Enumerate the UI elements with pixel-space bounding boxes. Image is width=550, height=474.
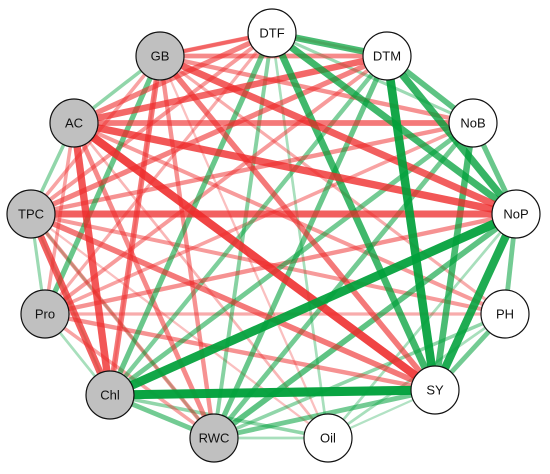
edge-tpc-chl [27, 212, 114, 397]
node-label-chl: Chl [100, 388, 120, 403]
node-label-dtm: DTM [373, 49, 401, 64]
node-label-sy: SY [426, 383, 444, 398]
edge-sy-nob [431, 122, 477, 391]
edge-pro-dtf [43, 32, 274, 315]
edge-dtf-nob [271, 31, 474, 125]
edge-ac-nop [73, 119, 517, 218]
node-circle-sy [410, 365, 460, 415]
node-label-nop: NoP [503, 207, 528, 222]
edge-tpc-sy [29, 211, 437, 393]
node-label-tpc: TPC [18, 207, 44, 222]
edge-sy-nop [431, 212, 520, 392]
node-circle-gb [135, 31, 185, 81]
edge-chl-sy [109, 385, 436, 400]
node-ac: AC [49, 98, 99, 148]
edge-gb-nop [158, 52, 518, 218]
node-nop: NoP [491, 189, 541, 239]
node-pro: Pro [20, 289, 70, 339]
edge-ac-pro [43, 122, 76, 315]
node-label-rwc: RWC [199, 431, 230, 446]
edge-gb-rwc [157, 55, 217, 439]
edge-rwc-nop [212, 211, 518, 441]
node-dtm: DTM [362, 31, 412, 81]
edge-ac-dtf [72, 30, 274, 126]
edge-gb-ph [159, 54, 506, 316]
node-ph: PH [480, 289, 530, 339]
node-label-pro: Pro [35, 307, 55, 322]
node-circle-oil [303, 413, 353, 463]
edge-pro-sy [44, 311, 436, 393]
edge-sy-dtm [382, 55, 440, 391]
edge-ac-sy [71, 119, 438, 394]
edge-chl-nop [108, 209, 518, 400]
node-label-oil: Oil [320, 431, 336, 446]
node-nob: NoB [448, 98, 498, 148]
edge-tpc-dtm [29, 53, 389, 217]
node-oil: Oil [303, 413, 353, 463]
edge-pro-dtm [43, 54, 389, 316]
node-circle-nop [491, 189, 541, 239]
node-label-ac: AC [65, 116, 83, 131]
node-label-dtf: DTF [259, 26, 284, 41]
node-chl: Chl [85, 370, 135, 420]
node-circle-rwc [189, 413, 239, 463]
node-circle-pro [20, 289, 70, 339]
edge-pro-rwc [43, 312, 216, 440]
edge-ac-rwc [71, 122, 217, 439]
edge-rwc-dtm [211, 54, 390, 440]
node-circle-tpc [6, 189, 56, 239]
node-label-nob: NoB [460, 116, 485, 131]
edge-gb-chl [107, 55, 163, 396]
node-circle-dtf [247, 8, 297, 58]
edge-ac-chl [70, 122, 114, 396]
edges-layer [27, 29, 520, 441]
node-circle-nob [448, 98, 498, 148]
edge-chl-dtm [108, 54, 389, 397]
node-gb: GB [135, 31, 185, 81]
node-circle-ph [480, 289, 530, 339]
nodes-layer: DTF DTM NoB NoP PH SY Oil RWC Chl Pro TPC AC GB [6, 8, 541, 463]
node-circle-chl [85, 370, 135, 420]
node-tpc: TPC [6, 189, 56, 239]
node-rwc: RWC [189, 413, 239, 463]
node-circle-dtm [362, 31, 412, 81]
node-label-ph: PH [496, 307, 514, 322]
node-sy: SY [410, 365, 460, 415]
node-circle-ac [49, 98, 99, 148]
edge-gb-sy [157, 54, 438, 392]
node-label-gb: GB [151, 49, 170, 64]
edge-nop-dtm [384, 53, 519, 217]
node-dtf: DTF [247, 8, 297, 58]
edge-oil-tpc [30, 213, 329, 439]
